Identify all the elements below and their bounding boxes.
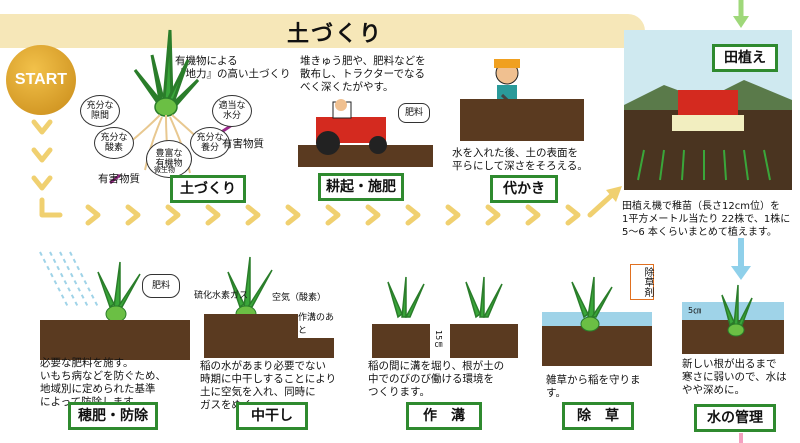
mizu-water	[682, 302, 784, 320]
step-kouki: 堆きゅう肥や、肥料などを 散布し、トラクターでなる べく深くたがやす。 肥料 耕…	[298, 55, 448, 201]
jyoso-herbicide: 除草剤	[630, 264, 654, 300]
nakaboshi-gas: 硫化水素ガス	[194, 291, 249, 301]
jyoso-soil	[542, 326, 652, 366]
mizu-depth: 5㎝	[688, 306, 702, 315]
nakaboshi-air: 空気（酸素）	[272, 293, 327, 303]
label-shirokaki: 代かき	[490, 175, 558, 203]
start-badge: START	[6, 45, 76, 115]
jyoso-desc: 雑草から稲を守ります。	[546, 374, 641, 399]
bubble-moisture: 適当な 水分	[212, 95, 252, 127]
step-sakko: 15㎝ 稲の間に溝を堀り、根が土の 中でのびのび働ける環境を つくります。 作 …	[368, 252, 528, 432]
nakaboshi-note: 作溝のあと	[298, 312, 335, 338]
harmful-2: 有害物質	[98, 173, 140, 185]
bubble-gap: 充分な 隙間	[80, 95, 120, 127]
label-tsuchi: 土づくり	[170, 175, 246, 203]
bubble-oxygen: 充分な 酸素	[94, 127, 134, 159]
mizu-illustration	[721, 284, 753, 337]
step-shirokaki: 水を入れた後、土の表面を 平らにして深さをそろえる。 代かき	[452, 55, 592, 203]
step-taue: 田植え 田植え機で稚苗（長さ12cm位）を 1平方メートル当たり 22株で、1株…	[622, 30, 792, 240]
step-jyoso: 除草剤 雑草から稲を守ります。 除 草	[540, 252, 660, 432]
title-banner	[0, 14, 645, 48]
sakko-soil-right	[450, 324, 518, 358]
rice-planter-illustration	[624, 80, 792, 190]
page-title: 土づくり	[286, 22, 383, 47]
shuhi-soil	[40, 320, 190, 360]
tsuchi-desc: 有機物による 『地力』の高い土づくり	[175, 55, 291, 80]
shirokaki-soil	[460, 99, 584, 141]
label-mizu: 水の管理	[694, 404, 776, 432]
harmful-1: 有害物質	[222, 138, 264, 150]
kouki-fertilizer: 肥料	[398, 103, 430, 123]
step-nakaboshi: 硫化水素ガス 空気（酸素） 作溝のあと 稲の水があまり必要でない 時期に中干しす…	[194, 252, 340, 432]
jyoso-illustration	[571, 276, 613, 332]
sakko-soil-left	[372, 324, 430, 358]
tractor-illustration	[316, 99, 387, 155]
label-shuhi: 穂肥・防除	[68, 402, 158, 430]
sakko-depth: 15㎝	[434, 330, 443, 349]
bubble-organic: 豊富な 有機物	[146, 140, 192, 178]
sakko-illustration	[387, 276, 503, 319]
tsuchi-plant-illustration	[109, 29, 233, 190]
bubble-nutrient: 充分な 養分	[190, 127, 230, 159]
shuhi-illustration	[39, 251, 141, 323]
kouki-desc: 堆きゅう肥や、肥料などを 散布し、トラクターでなる べく深くたがやす。	[300, 55, 426, 93]
shirokaki-desc: 水を入れた後、土の表面を 平らにして深さをそろえる。	[452, 147, 588, 172]
shuhi-fertilizer: 肥料	[142, 274, 180, 298]
sakko-desc: 稲の間に溝を堀り、根が土の 中でのびのび働ける環境を つくります。	[368, 360, 505, 398]
step-tsuchi: 有機物による 『地力』の高い土づくり 充分な 隙間 適当な 水分 充分な 酸素 …	[80, 29, 291, 235]
label-jyoso: 除 草	[562, 402, 634, 430]
label-sakko: 作 溝	[406, 402, 482, 430]
mizu-desc: 新しい根が出るまで 寒さに弱いので、水は やや深めに。	[682, 358, 787, 396]
step-mizu: 5㎝ 新しい根が出るまで 寒さに弱いので、水は やや深めに。 水の管理	[678, 280, 796, 435]
bubble-microbe: 微生物	[154, 166, 175, 174]
label-nakaboshi: 中干し	[236, 402, 308, 430]
taue-desc: 田植え機で稚苗（長さ12cm位）を 1平方メートル当たり 22株で、1株に 5～…	[622, 201, 791, 238]
step-shuhi: 肥料 必要な肥料を施す。 いもち病などを防ぐため、 地域別に定められた基準 によ…	[39, 251, 200, 432]
label-taue: 田植え	[712, 44, 778, 72]
label-kouki: 耕起・施肥	[318, 173, 404, 201]
